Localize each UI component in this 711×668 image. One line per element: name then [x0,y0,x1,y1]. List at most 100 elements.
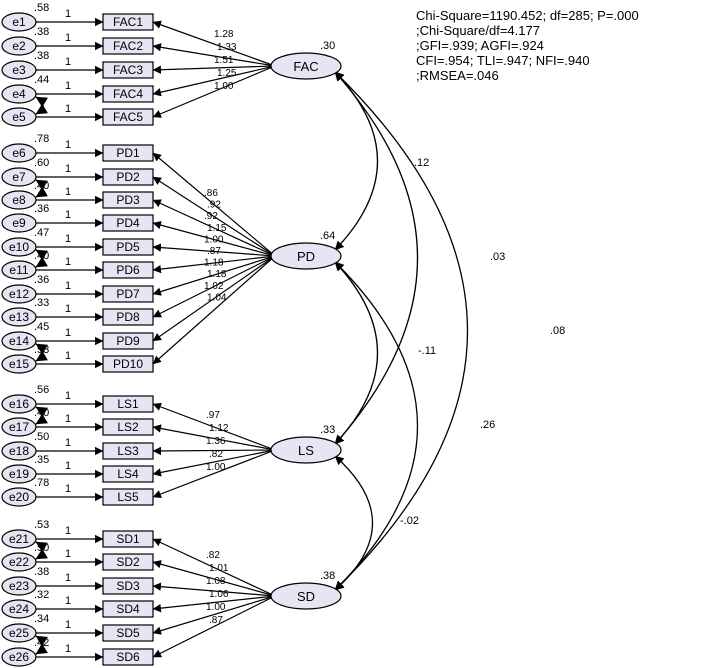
indicator-name: LS3 [117,444,139,458]
fixed-loading-label: 1 [65,483,71,495]
loading-estimate-label: 1.18 [207,269,227,280]
loading-path-arrow [152,449,276,477]
fixed-loading-label: 1 [65,350,71,362]
loading-path-arrow [152,65,276,118]
error-term [1,529,37,549]
indicator-name: PD2 [116,170,140,184]
error-term [1,354,37,374]
error-term [1,307,37,327]
loading-estimate-label: 1.00 [206,462,226,473]
loading-path-arrow [152,152,276,257]
error-covariance-arrow [35,96,49,115]
loading-path-arrow [152,582,276,597]
error-covariance-arrow [35,249,49,268]
error-variance-label: .58 [34,2,49,14]
error-covariance-arrow [35,635,48,655]
indicator-box [102,238,154,256]
indicator-name: PD8 [116,310,140,324]
error-term-name: e18 [9,444,29,458]
loading-path-arrow [152,65,276,74]
error-term-name: e7 [12,170,26,184]
latent-variance-label: .38 [320,570,335,582]
loading-path-arrow [152,221,276,257]
indicator-box [102,418,154,436]
error-term-name: e23 [9,579,29,593]
loading-path-arrow [152,176,276,257]
loading-path-arrow [152,538,276,597]
fixed-loading-label: 1 [65,413,71,425]
latent-covariance-arrow [334,261,379,445]
error-term-name: e19 [9,467,29,481]
error-covariance-arrow [35,343,49,362]
loading-estimate-label: 1.02 [204,281,224,292]
loading-path-arrow [152,595,276,613]
error-term [1,284,37,304]
latent-variable-name: LS [298,443,314,458]
error-term [1,12,37,32]
error-term-name: e17 [9,420,29,434]
loading-estimate-label: .82 [209,449,223,460]
indicator-box [102,261,154,279]
indicator-box [102,332,154,350]
error-term-name: e6 [12,146,26,160]
latent-covariance-label: .12 [414,157,429,169]
error-term-name: e16 [9,397,29,411]
indicator-name: LS5 [117,490,139,504]
loading-estimate-label: 1.06 [209,589,229,600]
indicator-name: PD10 [113,357,143,371]
error-term-name: e20 [9,490,29,504]
error-term-name: e22 [9,555,29,569]
error-term [1,576,37,596]
error-variance-label: .47 [34,227,49,239]
fixed-loading-label: 1 [65,186,71,198]
indicator-box [102,85,154,103]
indicator-box [102,488,154,506]
indicator-name: SD5 [116,626,140,640]
loading-estimate-label: 1.33 [217,42,237,53]
error-term [1,647,37,667]
error-variance-label: .53 [34,344,49,356]
error-term-name: e21 [9,532,29,546]
indicator-name: FAC4 [113,87,143,101]
loading-path-arrow [152,595,276,635]
fixed-loading-label: 1 [65,139,71,151]
fixed-loading-label: 1 [65,303,71,315]
indicator-box [102,285,154,303]
fixed-loading-label: 1 [65,327,71,339]
error-variance-label: .34 [34,613,49,625]
loading-path-arrow [152,243,276,257]
fixed-loading-label: 1 [65,280,71,292]
loading-estimate-label: .97 [206,410,220,421]
error-term-name: e1 [12,15,26,29]
loading-estimate-label: 1.51 [214,55,234,66]
loading-path-arrow [152,255,276,318]
loading-path-arrow [152,255,276,365]
loading-path-arrow [152,560,276,597]
error-term [1,213,37,233]
indicator-box [102,530,154,548]
error-term-name: e15 [9,357,29,371]
error-variance-label: .35 [34,454,49,466]
loading-estimate-label: 1.12 [209,423,229,434]
error-variance-label: .32 [34,589,49,601]
indicator-box [102,648,154,666]
error-variance-label: .36 [34,274,49,286]
indicator-box [102,553,154,571]
indicator-box [102,465,154,483]
error-variance-label: .38 [34,26,49,38]
fixed-loading-label: 1 [65,32,71,44]
error-term [1,487,37,507]
fixed-loading-label: 1 [65,233,71,245]
indicator-name: LS2 [117,420,139,434]
loading-path-arrow [152,402,276,451]
error-variance-label: .50 [34,431,49,443]
error-term-name: e9 [12,216,26,230]
latent-variance-label: .30 [320,40,335,52]
indicator-box [102,191,154,209]
error-term [1,60,37,80]
indicator-box [102,168,154,186]
indicator-name: PD9 [116,334,140,348]
indicator-name: FAC5 [113,110,143,124]
error-term [1,237,37,257]
